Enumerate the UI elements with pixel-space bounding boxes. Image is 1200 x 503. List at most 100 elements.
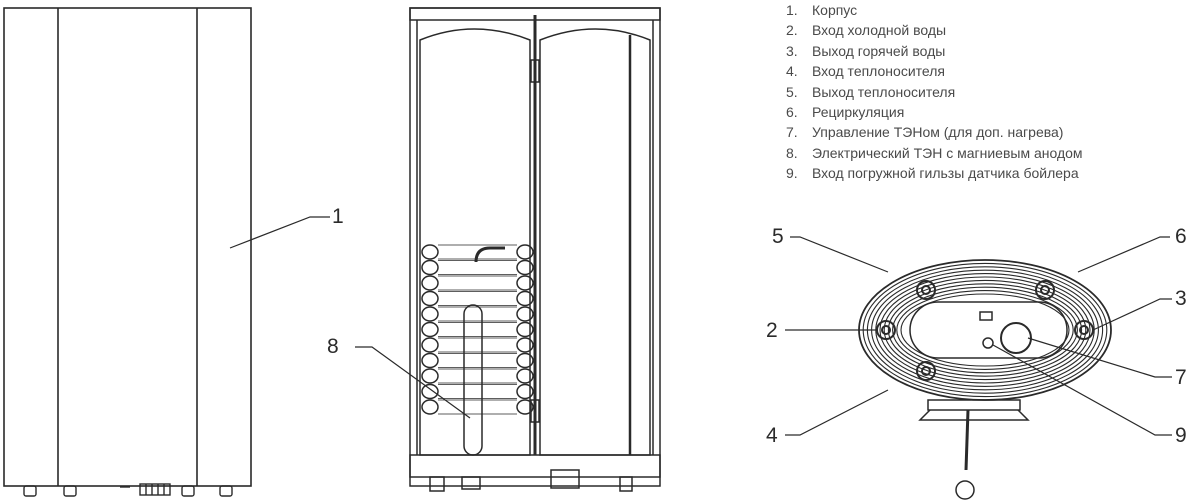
legend-item: 7. Управление ТЭНом (для доп. нагрева)	[786, 122, 1083, 142]
section-base	[409, 454, 661, 478]
flange-rib	[887, 283, 1083, 377]
legend-label: Вход теплоносителя	[812, 63, 945, 80]
leader-7	[1027, 337, 1172, 378]
sensor-cable	[964, 409, 970, 471]
callout-2: 2	[766, 319, 778, 342]
callout-6: 6	[1175, 225, 1187, 248]
tank-left-chamber	[419, 28, 531, 456]
coil-loop	[421, 399, 439, 415]
coil-loop	[516, 244, 534, 260]
legend-label: Вход погружной гильзы датчика бойлера	[812, 165, 1079, 182]
section-bottom-fittings	[429, 469, 633, 492]
coil-turn	[438, 337, 517, 353]
coil-loop	[421, 368, 439, 384]
mount-bracket	[927, 399, 1021, 411]
coil-loop	[421, 259, 439, 276]
flange-ports	[876, 280, 1094, 381]
coil-loop	[516, 290, 534, 307]
flange-rib	[892, 286, 1078, 374]
flange-rib	[896, 290, 1074, 370]
boiler-bottom-view	[858, 259, 1112, 500]
legend-item: 9. Вход погружной гильзы датчика бойлера	[786, 163, 1083, 183]
leader-1	[229, 216, 330, 249]
tank-right-chamber	[539, 28, 651, 456]
legend-item: 5. Выход теплоносителя	[786, 82, 1083, 102]
coil-loop	[421, 352, 439, 369]
coil-turn	[438, 291, 517, 306]
coil-loop	[516, 321, 534, 338]
coil-turn	[438, 260, 517, 275]
legend-label: Рециркуляция	[812, 104, 905, 121]
pipe-coupling-top	[530, 59, 540, 83]
exterior-body-outline	[3, 7, 252, 487]
electric-heater-element	[463, 304, 483, 456]
callout-8: 8	[327, 335, 339, 358]
legend-label: Выход теплоносителя	[812, 83, 956, 100]
coil-loop	[421, 290, 439, 307]
flange-rib	[900, 293, 1070, 367]
coil-loop	[421, 306, 439, 322]
coil-loop	[421, 244, 439, 260]
coil-loop	[516, 352, 534, 369]
heat-exchanger-coil	[421, 244, 534, 415]
legend-item: 4. Вход теплоносителя	[786, 61, 1083, 81]
leader-8	[355, 346, 471, 419]
legend-number: 2.	[786, 22, 798, 39]
coil-loop	[421, 321, 439, 338]
leader-5	[790, 236, 889, 273]
legend-item: 3.Выход горячей воды	[786, 41, 1083, 61]
legend-number: 6.	[786, 104, 798, 121]
leader-lines	[229, 216, 1172, 436]
leader-6	[1077, 236, 1170, 273]
flange-ribbing	[858, 259, 1112, 401]
legend-number: 9.	[786, 165, 798, 182]
legend-number: 4.	[786, 63, 798, 80]
parts-legend: 1. Корпус 2. Вход холодной воды 3.Выход го…	[786, 0, 1083, 184]
coil-riser	[474, 246, 505, 263]
callout-7: 7	[1175, 366, 1187, 389]
legend-item: 6. Рециркуляция	[786, 102, 1083, 122]
legend-item: 1. Корпус	[786, 0, 1083, 20]
legend-number: 1.	[786, 2, 798, 18]
legend-number: 7.	[786, 124, 798, 141]
flange-rib	[879, 276, 1091, 384]
legend-number: 8.	[786, 144, 798, 161]
control-panel-recess	[909, 301, 1068, 359]
coil-loop	[421, 337, 439, 353]
coil-loop	[516, 275, 534, 291]
leader-9	[992, 344, 1172, 436]
coil-loop	[516, 383, 534, 400]
legend-label: Электрический ТЭН с магниевым анодом	[812, 144, 1083, 161]
heater-control-knob	[1000, 322, 1032, 354]
legend-label: Корпус	[812, 2, 858, 18]
coil-turn	[438, 306, 517, 322]
coil-turn	[438, 322, 517, 337]
callout-5: 5	[772, 225, 784, 248]
callout-1: 1	[332, 205, 344, 228]
legend-label: Вход холодной воды	[812, 22, 947, 39]
coil-turn	[438, 399, 517, 415]
coil-turn	[438, 368, 517, 384]
coil-loop	[516, 306, 534, 322]
mount-bracket-base	[918, 409, 1030, 421]
leader-3	[1092, 298, 1172, 331]
indicator-light	[979, 311, 993, 321]
legend-number: 5.	[786, 83, 798, 100]
coil-loop	[516, 259, 534, 276]
legend-item: 2. Вход холодной воды	[786, 20, 1083, 40]
coil-turn	[438, 353, 517, 368]
boiler-cross-section	[409, 7, 661, 492]
coil-loop	[421, 275, 439, 291]
coil-loop	[421, 383, 439, 400]
exterior-bottom-fittings	[23, 483, 233, 497]
legend-item: 8. Электрический ТЭН с магниевым анодом	[786, 143, 1083, 163]
legend-label: Управление ТЭНом (для доп. нагрева)	[812, 124, 1064, 141]
coil-loop	[516, 399, 534, 415]
callout-4: 4	[766, 424, 778, 447]
legend-number: 3.	[786, 42, 798, 59]
callout-3: 3	[1175, 287, 1187, 310]
boiler-exterior-view	[3, 7, 252, 497]
leader-4	[785, 389, 889, 436]
sensor-plug	[955, 480, 975, 500]
